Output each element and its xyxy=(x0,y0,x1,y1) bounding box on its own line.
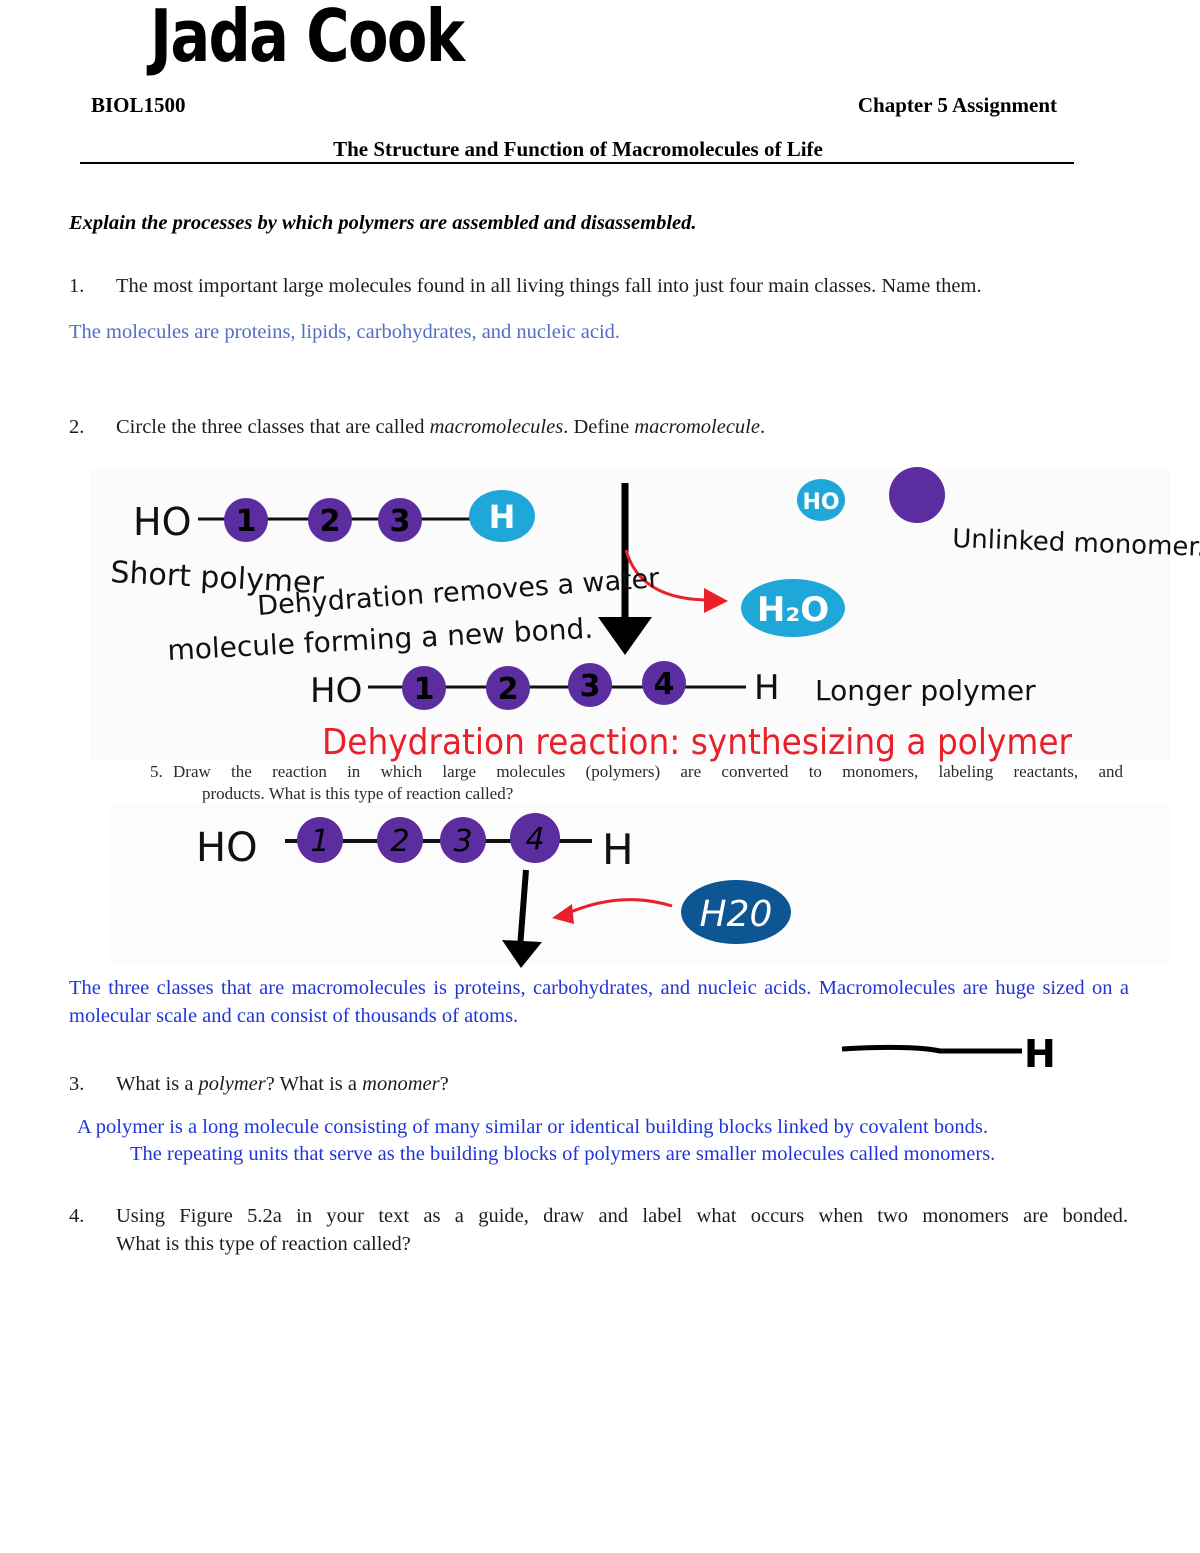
short-monomer-1: 1 xyxy=(224,498,268,542)
svg-text:HO: HO xyxy=(802,490,839,515)
course-code: BIOL1500 xyxy=(91,93,186,117)
svg-text:3: 3 xyxy=(453,824,472,859)
svg-text:2: 2 xyxy=(390,824,409,859)
q3-question-text-c: ? xyxy=(439,1073,449,1095)
q2-answer: The three classes that are macromolecule… xyxy=(69,977,1129,1027)
water-add-arrow xyxy=(565,898,673,916)
longer-monomer-1: 1 xyxy=(402,666,446,710)
hydrolysis-monomer-4: 4 xyxy=(510,813,560,863)
q5-line2: products. What is this type of reaction … xyxy=(202,784,514,803)
longer-monomer-2: 2 xyxy=(486,666,530,710)
hydrolysis-monomer-2: 2 xyxy=(377,817,423,863)
water-release-arrow xyxy=(624,549,711,602)
q3-term-monomer: monomer xyxy=(362,1073,440,1095)
hydrolysis-arrow-shaft xyxy=(517,869,529,949)
q3-answer-line2: The repeating units that serve as the bu… xyxy=(130,1143,996,1165)
longer-monomer-4: 4 xyxy=(642,661,686,705)
longer-polymer-label: Longer polymer xyxy=(815,674,1036,707)
title-rule xyxy=(80,162,1074,164)
q1-question: The most important large molecules found… xyxy=(116,275,982,297)
q2-question-text-b: . Define xyxy=(563,416,635,438)
short-hydrogen: H xyxy=(469,490,535,542)
svg-text:4: 4 xyxy=(525,822,544,857)
down-arrow-head xyxy=(598,617,652,655)
dehydration-reaction-title: Dehydration reaction: synthesizing a pol… xyxy=(322,722,1072,763)
svg-text:H: H xyxy=(489,498,516,536)
stray-h-label: H xyxy=(1024,1032,1056,1076)
q3-question: What is a polymer? What is a monomer? xyxy=(116,1073,449,1096)
stray-bond-line xyxy=(841,1044,1022,1054)
svg-text:4: 4 xyxy=(654,667,675,702)
assignment-label: Chapter 5 Assignment xyxy=(857,93,1057,117)
q4-number: 4. xyxy=(69,1205,85,1227)
student-name-signature: Jada Cook xyxy=(150,0,465,78)
svg-text:H₂O: H₂O xyxy=(757,590,829,630)
hydrolysis-monomer-3: 3 xyxy=(440,817,486,863)
unlinked-monomer xyxy=(889,467,945,523)
hydrolysis-ho-label: HO xyxy=(196,825,258,871)
longer-monomer-3: 3 xyxy=(568,663,612,707)
stray-bond-h: H xyxy=(841,1032,1056,1076)
q3-question-text-b: ? What is a xyxy=(265,1073,363,1095)
q3-answer-line1: A polymer is a long molecule consisting … xyxy=(77,1116,988,1138)
q3-term-polymer: polymer xyxy=(198,1073,266,1095)
dehydration-diagram: HO 1 2 3 H Short polymer H₂O HO Unlinked… xyxy=(90,467,1200,763)
q5-number: 5. xyxy=(150,762,163,781)
page-title: The Structure and Function of Macromolec… xyxy=(333,137,823,161)
diagram2-backdrop xyxy=(110,805,1170,965)
q2-term-macromolecules: macromolecules xyxy=(429,416,564,438)
q3-number: 3. xyxy=(69,1073,85,1095)
q1-number: 1. xyxy=(69,275,85,297)
svg-text:2: 2 xyxy=(320,504,341,539)
svg-text:1: 1 xyxy=(236,504,257,539)
svg-text:H20: H20 xyxy=(700,894,773,935)
hydrolysis-h-label: H xyxy=(602,825,634,874)
water-molecule-released: H₂O xyxy=(741,579,845,637)
short-monomer-2: 2 xyxy=(308,498,352,542)
q2-question: Circle the three classes that are called… xyxy=(116,416,765,439)
q4-line1: Using Figure 5.2a in your text as a guid… xyxy=(116,1205,1128,1227)
q2-term-macromolecule: macromolecule xyxy=(634,416,760,438)
longer-ho-label: HO xyxy=(310,671,362,711)
short-ho-label: HO xyxy=(133,500,191,544)
water-release-arrowhead xyxy=(704,588,728,613)
q2-question-text-c: . xyxy=(759,416,766,438)
q3-question-text-a: What is a xyxy=(116,1073,199,1095)
objective: Explain the processes by which polymers … xyxy=(69,212,697,234)
q2-number: 2. xyxy=(69,416,85,438)
hydrolysis-arrow-head xyxy=(502,940,542,968)
hydrolysis-monomer-1: 1 xyxy=(297,817,343,863)
q5-line1: Draw the reaction in which large molecul… xyxy=(173,762,1123,781)
hydrolysis-diagram: HO 1 2 3 4 H H20 xyxy=(110,805,1170,968)
water-molecule-added: H20 xyxy=(681,880,791,944)
svg-text:2: 2 xyxy=(498,672,519,707)
q2-question-text-a: Circle the three classes that are called xyxy=(116,416,430,438)
svg-text:1: 1 xyxy=(310,824,329,859)
longer-h-label: H xyxy=(754,668,780,708)
svg-text:3: 3 xyxy=(580,669,601,704)
water-add-arrowhead xyxy=(552,904,574,924)
q4-line2: What is this type of reaction called? xyxy=(116,1233,411,1255)
short-monomer-3: 3 xyxy=(378,498,422,542)
svg-text:1: 1 xyxy=(414,672,435,707)
q1-answer: The molecules are proteins, lipids, carb… xyxy=(69,321,621,343)
ho-group: HO xyxy=(797,479,845,521)
svg-text:3: 3 xyxy=(390,504,411,539)
